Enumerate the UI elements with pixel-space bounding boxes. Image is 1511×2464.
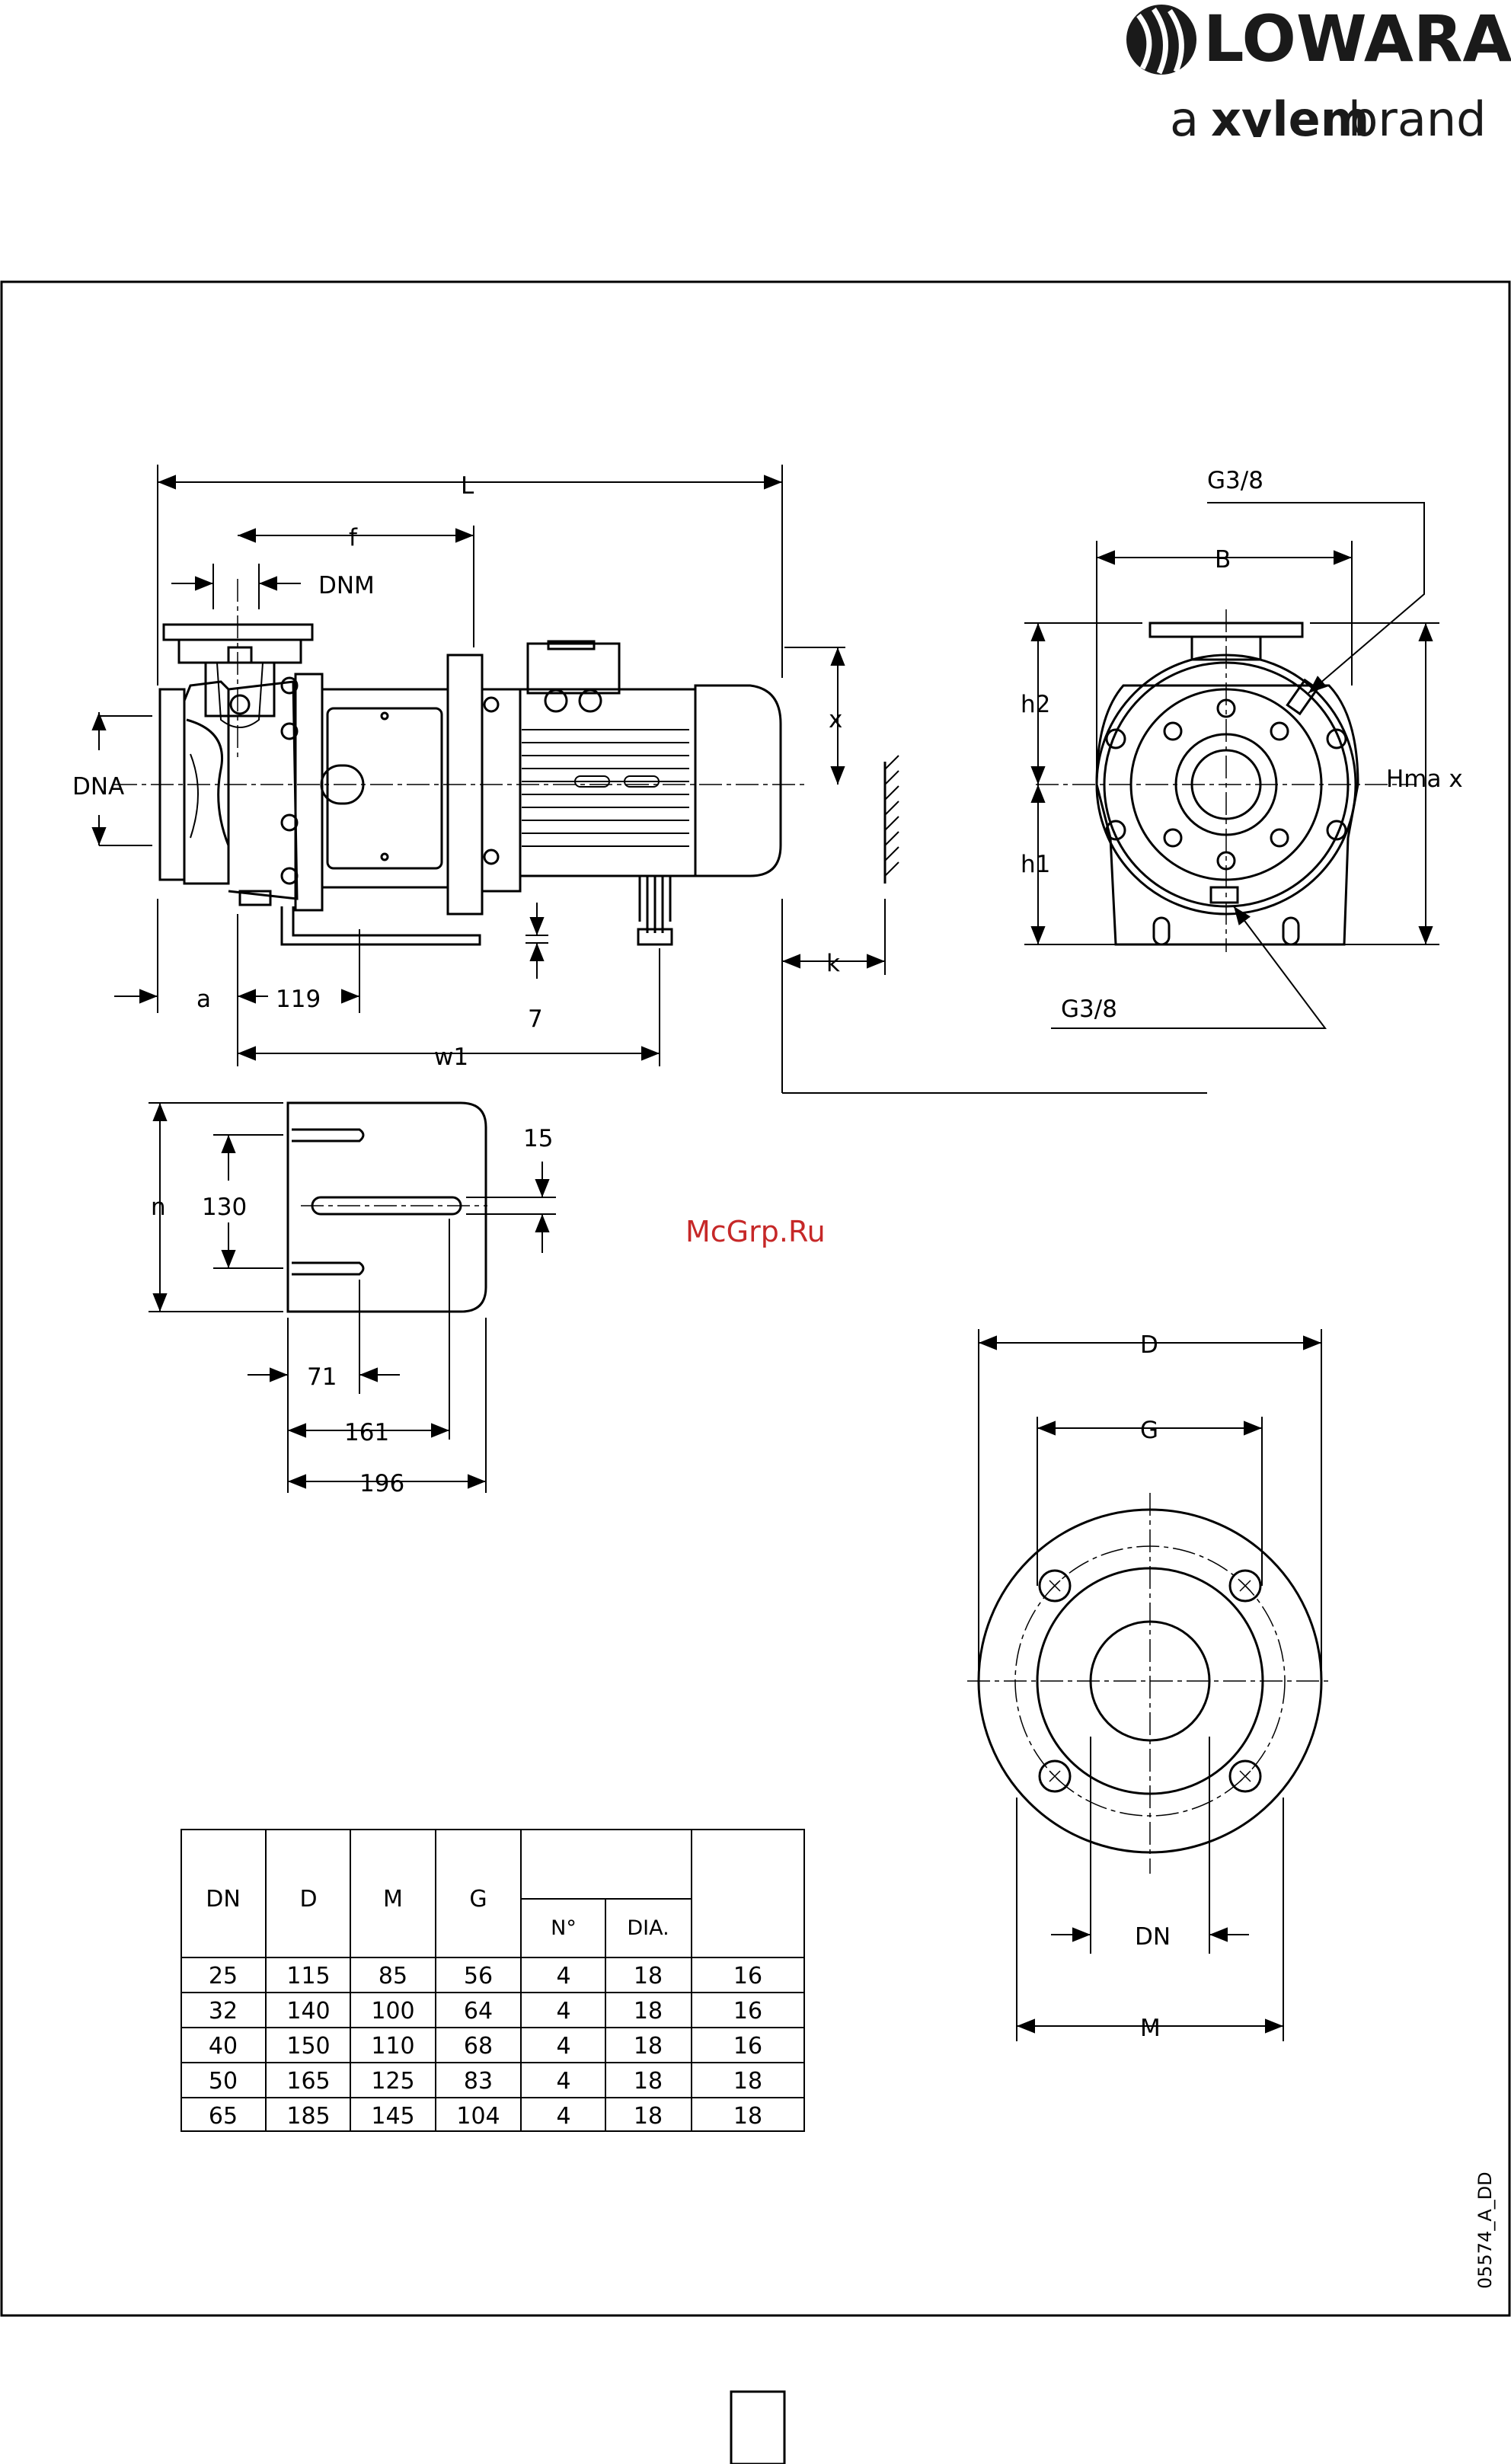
table-cell: 4 — [556, 1963, 570, 1989]
dim-7-label: 7 — [528, 1005, 543, 1033]
dim-f-label: f — [349, 524, 358, 551]
front-view — [1097, 623, 1358, 944]
table-header-cell: DN — [206, 1886, 241, 1913]
dim-M-label: M — [1140, 2015, 1161, 2042]
foot-plate-view — [288, 1103, 486, 1312]
table-cell: 16 — [733, 2033, 762, 2060]
table-cell: 150 — [286, 2033, 330, 2060]
dim-G38-top-label: G3/8 — [1207, 467, 1263, 494]
dim-196-label: 196 — [359, 1470, 404, 1497]
table-row: 40 150 110 68 4 18 16 — [209, 2033, 762, 2060]
table-cell: 4 — [556, 2033, 570, 2060]
dim-G38-bottom-label: G3/8 — [1061, 996, 1117, 1023]
table-cell: 145 — [371, 2103, 414, 2130]
dim-DN-label: DN — [1135, 1923, 1171, 1951]
table-cell: 64 — [464, 1998, 493, 2025]
table-cell: 83 — [464, 2068, 493, 2095]
dim-DNA-label: DNA — [72, 773, 124, 801]
table-cell: 115 — [286, 1963, 330, 1989]
dim-DNM-label: DNM — [318, 572, 375, 599]
table-row: 65 185 145 104 4 18 18 — [209, 2103, 762, 2130]
dim-15-label: 15 — [523, 1125, 553, 1152]
table-cell: 18 — [634, 1998, 663, 2025]
table-cell: 104 — [456, 2103, 500, 2130]
table-row: 25 115 85 56 4 18 16 — [209, 1963, 762, 1989]
front-view-dimensions — [1024, 503, 1439, 1028]
table-cell: 185 — [286, 2103, 330, 2130]
table-cell: 4 — [556, 1998, 570, 2025]
table-cell: 110 — [371, 2033, 414, 2060]
flange-table: DN D M G N° DIA. 25 115 85 56 4 18 16 32 140 100 6… — [181, 1830, 804, 2131]
table-cell: 4 — [556, 2068, 570, 2095]
table-cell: 16 — [733, 1998, 762, 2025]
flange-centerlines — [967, 1493, 1333, 1874]
table-cell: 32 — [209, 1998, 238, 2025]
dim-L-label: L — [461, 472, 474, 500]
table-cell: 40 — [209, 2033, 238, 2060]
page-number-box — [731, 2392, 784, 2464]
table-cell: 4 — [556, 2103, 570, 2130]
dim-119-label: 119 — [276, 986, 321, 1013]
table-header: DN D M G N° DIA. — [206, 1886, 669, 1940]
table-cell: 18 — [733, 2103, 762, 2130]
table-cell: 25 — [209, 1963, 238, 1989]
table-header-cell: G — [469, 1886, 487, 1913]
table-cell: 18 — [634, 2103, 663, 2130]
dim-Hmax-label: Hma x — [1386, 765, 1463, 793]
dim-D-label: D — [1140, 1331, 1158, 1359]
dim-B-label: B — [1215, 546, 1231, 574]
table-cell: 18 — [634, 2068, 663, 2095]
table-header-cell: D — [299, 1886, 317, 1913]
dim-n-label: n — [151, 1194, 166, 1221]
dim-G-label: G — [1140, 1417, 1158, 1444]
table-cell: 100 — [371, 1998, 414, 2025]
table-cell: 85 — [379, 1963, 407, 1989]
front-view-centerlines — [1036, 609, 1417, 952]
watermark-text: McGrp.Ru — [685, 1215, 826, 1248]
table-cell: 16 — [733, 1963, 762, 1989]
table-cell: 125 — [371, 2068, 414, 2095]
table-cell: 18 — [733, 2068, 762, 2095]
table-subheader-cell: N° — [551, 1916, 577, 1940]
table-row: 50 165 125 83 4 18 18 — [209, 2068, 762, 2095]
drawing-code: 05574_A_DD — [1474, 2172, 1496, 2289]
table-cell: 65 — [209, 2103, 238, 2130]
table-cell: 18 — [634, 1963, 663, 1989]
dim-h2-label: h2 — [1021, 691, 1050, 718]
dim-71-label: 71 — [307, 1363, 337, 1391]
dim-k-label: k — [826, 950, 840, 977]
dim-w1-label: w1 — [434, 1043, 468, 1071]
table-cell: 50 — [209, 2068, 238, 2095]
table-header-cell: M — [383, 1886, 403, 1913]
dim-x-label: x — [829, 706, 842, 733]
table-cell: 140 — [286, 1998, 330, 2025]
table-cell: 68 — [464, 2033, 493, 2060]
dim-a-label: a — [196, 986, 211, 1013]
table-cell: 165 — [286, 2068, 330, 2095]
side-view-dimensions — [99, 465, 1207, 1093]
table-cell: 56 — [464, 1963, 493, 1989]
table-cell: 18 — [634, 2033, 663, 2060]
dim-130-label: 130 — [202, 1194, 247, 1221]
dim-161-label: 161 — [344, 1419, 389, 1446]
table-subheader-cell: DIA. — [627, 1916, 669, 1940]
dim-h1-label: h1 — [1021, 851, 1050, 878]
table-row: 32 140 100 64 4 18 16 — [209, 1998, 762, 2025]
